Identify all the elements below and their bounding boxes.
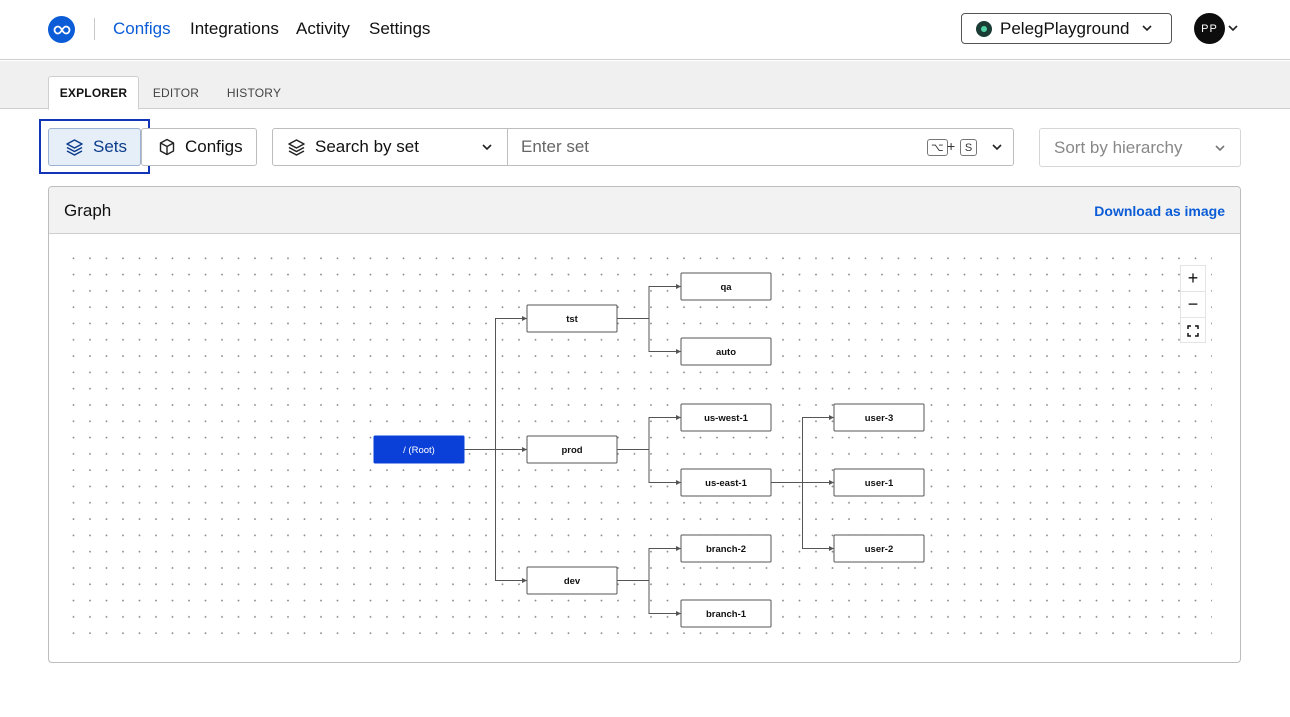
graph-node-box: [680, 534, 772, 563]
graph-edge: [648, 415, 681, 450]
environment-label: PelegPlayground: [1000, 18, 1130, 38]
graph-node-box: [680, 468, 772, 497]
graph-node-box: [526, 304, 618, 333]
graph-node-label: auto: [716, 347, 736, 358]
graph-node-label: / (Root): [403, 445, 435, 456]
chevron-down-icon: [482, 144, 492, 151]
layers-icon: [287, 138, 306, 156]
graph-node-label: branch-2: [706, 544, 746, 555]
zoom-in-button[interactable]: +: [1181, 266, 1205, 292]
graph-edge: [648, 449, 681, 485]
sort-label: Sort by hierarchy: [1054, 137, 1183, 157]
graph-node-label: user-2: [865, 544, 894, 555]
graph-panel: Graph Download as image / (Root) tst prod d…: [48, 186, 1241, 663]
chevron-down-icon: [1142, 25, 1152, 32]
layers-icon: [65, 138, 84, 156]
avatar-chevron-icon[interactable]: [1227, 22, 1239, 34]
graph-node-dev[interactable]: dev: [526, 566, 618, 595]
environment-select[interactable]: PelegPlayground: [961, 13, 1172, 44]
fit-view-icon: [1187, 325, 1199, 337]
graph-node-us-west-1[interactable]: us-west-1: [680, 403, 772, 432]
graph-node-tst[interactable]: tst: [526, 304, 618, 333]
set-search-field: ⌥ + S: [507, 128, 1014, 166]
graph-node-box: [680, 272, 772, 301]
nav-divider: [94, 18, 95, 40]
graph-edge: [648, 318, 681, 354]
graph-edge: [648, 580, 681, 616]
shortcut-option-key: ⌥: [927, 139, 948, 156]
cube-icon: [158, 138, 176, 156]
graph-edge: [648, 546, 681, 581]
infinity-icon: [53, 25, 70, 34]
graph-node-box: [833, 468, 925, 497]
graph-node-label: us-east-1: [705, 478, 747, 489]
top-nav: Configs Integrations Activity Settings P…: [0, 0, 1290, 60]
nav-activity[interactable]: Activity: [296, 19, 350, 38]
app-logo[interactable]: [48, 16, 75, 43]
graph-node-box: [833, 534, 925, 563]
chevron-down-icon: [1215, 145, 1225, 152]
graph-edge: [495, 316, 527, 450]
tab-explorer[interactable]: EXPLORER: [48, 76, 139, 110]
graph-node-branch-2[interactable]: branch-2: [680, 534, 772, 563]
graph-panel-header: Graph Download as image: [49, 187, 1240, 234]
graph-edge: [495, 449, 527, 583]
graph-node-label: tst: [566, 314, 578, 325]
graph-node-root[interactable]: / (Root): [373, 435, 465, 464]
graph-node-box: [680, 599, 772, 628]
graph-node-label: dev: [564, 576, 581, 587]
graph-node-box: [680, 403, 772, 432]
graph-node-box: [680, 337, 772, 366]
sort-select[interactable]: Sort by hierarchy: [1039, 128, 1241, 167]
graph-node-branch-1[interactable]: branch-1: [680, 599, 772, 628]
set-search-input[interactable]: [508, 129, 908, 165]
graph-title: Graph: [64, 201, 112, 220]
configs-button[interactable]: Configs: [141, 128, 257, 166]
graph-node-prod[interactable]: prod: [526, 435, 618, 464]
search-by-label: Search by set: [315, 137, 419, 156]
tab-history[interactable]: HISTORY: [226, 85, 282, 100]
nav-integrations[interactable]: Integrations: [190, 19, 279, 38]
user-avatar[interactable]: PP: [1194, 13, 1225, 44]
graph-edge: [802, 415, 834, 483]
graph-node-box: [833, 403, 925, 432]
tab-bar: EXPLORER EDITOR HISTORY: [0, 61, 1290, 110]
graph-node-user-2[interactable]: user-2: [833, 534, 925, 563]
graph-node-label: prod: [561, 445, 582, 456]
configs-button-label: Configs: [185, 137, 243, 156]
download-image-link[interactable]: Download as image: [1094, 203, 1225, 219]
nav-settings[interactable]: Settings: [369, 19, 431, 38]
graph-node-label: user-3: [865, 413, 894, 424]
graph-node-box: [526, 566, 618, 595]
zoom-controls: + −: [1180, 265, 1206, 343]
search-by-select[interactable]: Search by set: [272, 128, 508, 166]
sets-button[interactable]: Sets: [48, 128, 141, 166]
shortcut-plus: +: [947, 138, 956, 154]
graph-node-label: us-west-1: [704, 413, 749, 424]
graph-edge: [802, 482, 834, 551]
tab-editor[interactable]: EDITOR: [152, 85, 200, 100]
chevron-down-icon[interactable]: [991, 141, 1003, 153]
graph-node-label: user-1: [865, 478, 894, 489]
sets-button-label: Sets: [93, 137, 128, 156]
graph-node-auto[interactable]: auto: [680, 337, 772, 366]
zoom-out-button[interactable]: −: [1181, 292, 1205, 318]
shortcut-s-key: S: [960, 139, 977, 156]
graph-node-box: [373, 435, 465, 464]
graph-node-user-1[interactable]: user-1: [833, 468, 925, 497]
environment-icon: [976, 20, 992, 37]
graph-node-user-3[interactable]: user-3: [833, 403, 925, 432]
graph-node-label: qa: [720, 282, 732, 293]
fit-view-button[interactable]: [1181, 318, 1205, 344]
graph-node-qa[interactable]: qa: [680, 272, 772, 301]
graph-canvas[interactable]: / (Root) tst prod dev qa auto us-west-1 us-east…: [49, 234, 1240, 662]
graph-edge: [648, 284, 681, 319]
nav-configs[interactable]: Configs: [113, 19, 171, 38]
graph-node-label: branch-1: [706, 609, 747, 620]
graph-node-us-east-1[interactable]: us-east-1: [680, 468, 772, 497]
graph-node-box: [526, 435, 618, 464]
dot-grid: [67, 256, 1212, 646]
